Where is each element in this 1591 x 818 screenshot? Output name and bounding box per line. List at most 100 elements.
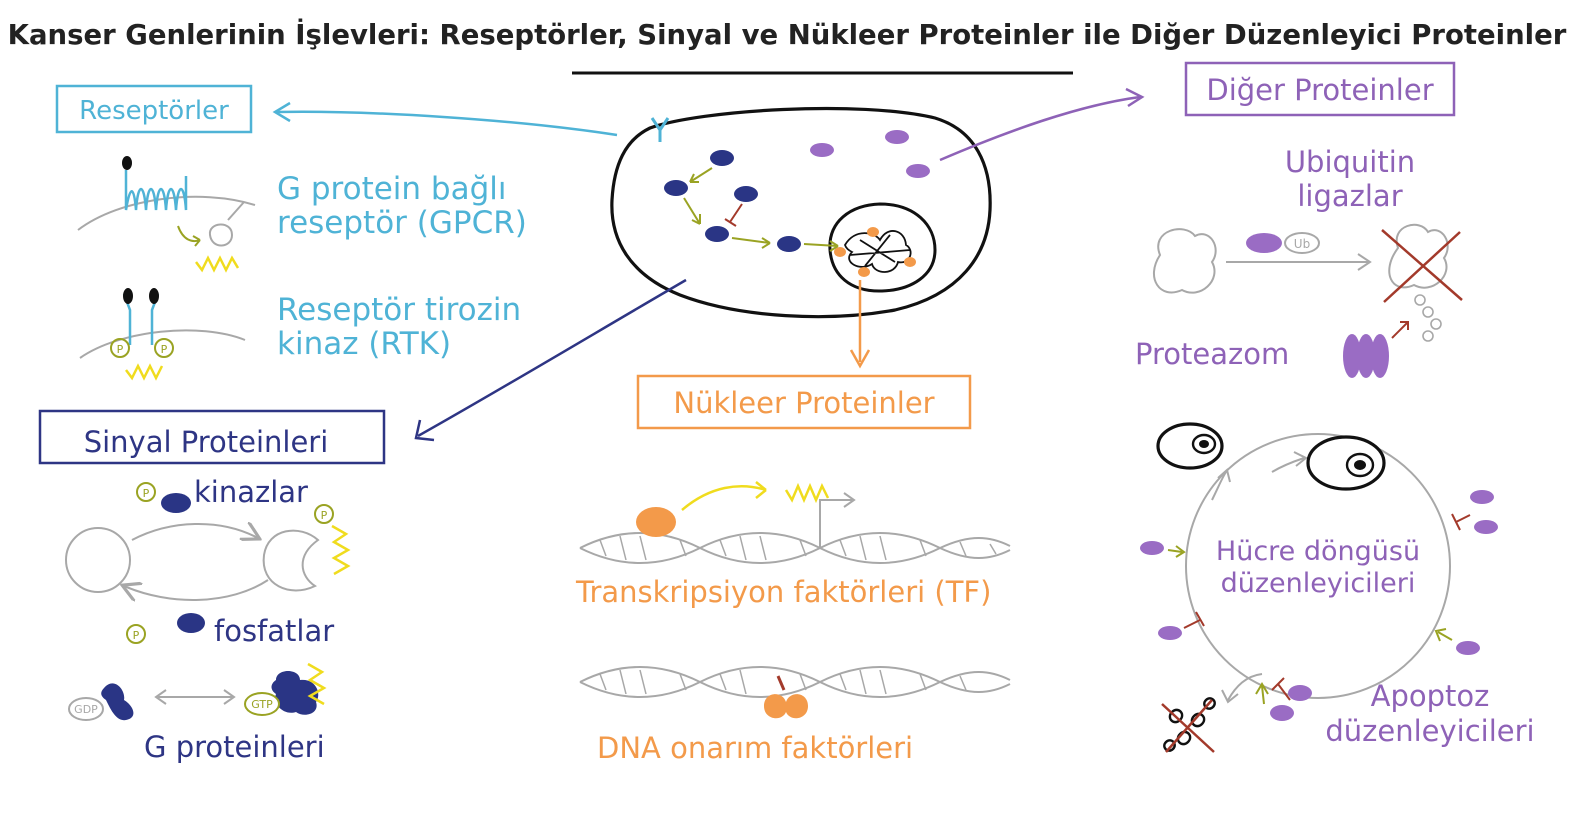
ubiquitin-label-line2: ligazlar bbox=[1297, 179, 1402, 213]
activation-arrow bbox=[1167, 545, 1186, 558]
apoptosis-regulator-blob bbox=[1288, 685, 1312, 701]
cell-cycle-label-line1: Hücre döngüsü bbox=[1216, 536, 1420, 567]
receptors-section: Reseptörler G protein bağlı reseptör (GP… bbox=[55, 84, 527, 381]
phosphate-icon bbox=[136, 482, 156, 502]
gtp-badge bbox=[244, 692, 280, 716]
activation-arrow-red bbox=[1391, 321, 1409, 339]
tf-label: Transkripsiyon faktörleri (TF) bbox=[575, 575, 991, 609]
nuclear-protein-dot bbox=[867, 227, 879, 237]
gdp-badge bbox=[68, 697, 104, 721]
yellow-signal-zigzag bbox=[784, 482, 830, 504]
arrow-to-other-head bbox=[1125, 87, 1145, 108]
activation-arrow bbox=[1255, 682, 1269, 705]
substrate-protein bbox=[1153, 228, 1217, 294]
arrow-to-nuclear-head bbox=[849, 349, 871, 369]
central-cell bbox=[610, 106, 992, 319]
cell-icon bbox=[1156, 422, 1224, 470]
phosphate-label: P bbox=[133, 629, 140, 642]
phosphate-icon bbox=[126, 624, 146, 644]
ligand-icon bbox=[149, 288, 159, 304]
regulator-blob bbox=[1158, 626, 1182, 640]
other-protein-blob bbox=[906, 164, 930, 178]
signal-title: Sinyal Proteinleri bbox=[84, 425, 329, 459]
signal-protein-blob bbox=[734, 186, 758, 202]
cycle-arrow bbox=[1211, 468, 1231, 501]
cycle-arrow bbox=[1271, 451, 1308, 473]
activation-arrow bbox=[803, 240, 839, 252]
regulator-blob bbox=[1140, 541, 1164, 555]
transcription-start-arrow bbox=[819, 492, 856, 548]
cycle-arrow-bottom bbox=[124, 579, 269, 600]
kinase-blob bbox=[161, 493, 191, 513]
gpcr-receptor-icon bbox=[124, 170, 188, 211]
process-arrow bbox=[1226, 253, 1372, 271]
cycle-arrow-top bbox=[131, 524, 258, 540]
inhibition-arrow bbox=[1271, 677, 1291, 701]
regulator-blob bbox=[1456, 641, 1480, 655]
dna-break-mark bbox=[776, 675, 786, 691]
other-section: Diğer Proteinler Ubiquitin ligazlar Ub P… bbox=[1135, 61, 1535, 753]
yellow-signal-zigzag bbox=[125, 363, 164, 381]
arrow-to-signal-head bbox=[414, 419, 435, 442]
membrane-line bbox=[79, 329, 246, 359]
arrow-to-signal bbox=[417, 278, 687, 438]
yellow-signal-zigzag bbox=[195, 255, 240, 273]
other-protein-blob bbox=[885, 130, 909, 144]
activation-arrow bbox=[689, 167, 713, 183]
signal-protein-blob bbox=[710, 150, 734, 166]
gpcr-label-line2: reseptör (GPCR) bbox=[277, 205, 527, 241]
signal-protein-blob bbox=[664, 180, 688, 196]
arrow-to-receptors-head bbox=[272, 101, 291, 123]
apoptosis-arrow bbox=[1221, 673, 1263, 704]
chromatin bbox=[844, 230, 912, 273]
phosphate-icon bbox=[314, 504, 334, 524]
nuclear-protein-dot bbox=[904, 257, 916, 267]
nuclear-protein-dot bbox=[858, 267, 870, 277]
nuclear-section: Nükleer Proteinler Transkripsiyon faktör… bbox=[575, 374, 1011, 765]
dna-helix bbox=[579, 532, 1011, 564]
activation-arrow bbox=[1434, 628, 1453, 642]
gpcr-label-line1: G protein bağlı bbox=[277, 171, 507, 207]
membrane-line bbox=[77, 195, 256, 231]
dna-helix bbox=[579, 666, 1011, 698]
ligand-icon bbox=[123, 288, 133, 304]
dna-rungs bbox=[599, 535, 997, 561]
receptors-title: Reseptörler bbox=[79, 96, 229, 126]
page-title: Kanser Genlerinin İşlevleri: Reseptörler… bbox=[8, 17, 1567, 51]
substrate-circle bbox=[65, 527, 131, 593]
regulator-blob bbox=[1470, 490, 1494, 504]
phosphate-icon bbox=[110, 338, 130, 358]
gtp-label: GTP bbox=[251, 698, 273, 711]
dna-rungs bbox=[599, 669, 967, 695]
ligand-icon bbox=[122, 156, 132, 170]
nuclear-protein-dot bbox=[834, 247, 846, 257]
activation-arrow bbox=[683, 197, 701, 225]
exchange-arrow bbox=[154, 689, 236, 705]
other-protein-blob bbox=[810, 143, 834, 157]
yellow-signal-zigzag bbox=[307, 662, 327, 706]
cell-icon bbox=[1306, 435, 1386, 491]
phosphorylated-substrate bbox=[262, 529, 320, 592]
proteasome-label: Proteazom bbox=[1135, 337, 1289, 371]
arrow-to-receptors bbox=[274, 110, 618, 137]
phosphate-label: P bbox=[117, 343, 124, 356]
apoptosis-label-line1: Apoptoz bbox=[1371, 679, 1490, 713]
arrow-to-other bbox=[939, 95, 1141, 162]
signal-protein-blob bbox=[777, 236, 801, 252]
transcription-factor-blob bbox=[636, 507, 676, 537]
other-title-box bbox=[1184, 61, 1456, 117]
section-arrows bbox=[272, 87, 1145, 442]
phosphatase-blob bbox=[177, 613, 205, 633]
ub-label: Ub bbox=[1294, 237, 1310, 251]
cell-cycle-circle bbox=[1185, 433, 1451, 699]
apoptotic-fragments-icon bbox=[1161, 697, 1216, 753]
proteasome-icon bbox=[1343, 334, 1389, 378]
kinases-label: kinazlar bbox=[194, 475, 308, 509]
activation-arrow bbox=[177, 225, 201, 247]
signal-protein-blob bbox=[705, 226, 729, 242]
rtk-label-line2: kinaz (RTK) bbox=[277, 326, 451, 362]
dna-repair-factor bbox=[764, 694, 808, 719]
apoptosis-regulator-blob bbox=[1270, 705, 1294, 721]
inhibition-arrow bbox=[724, 203, 743, 227]
